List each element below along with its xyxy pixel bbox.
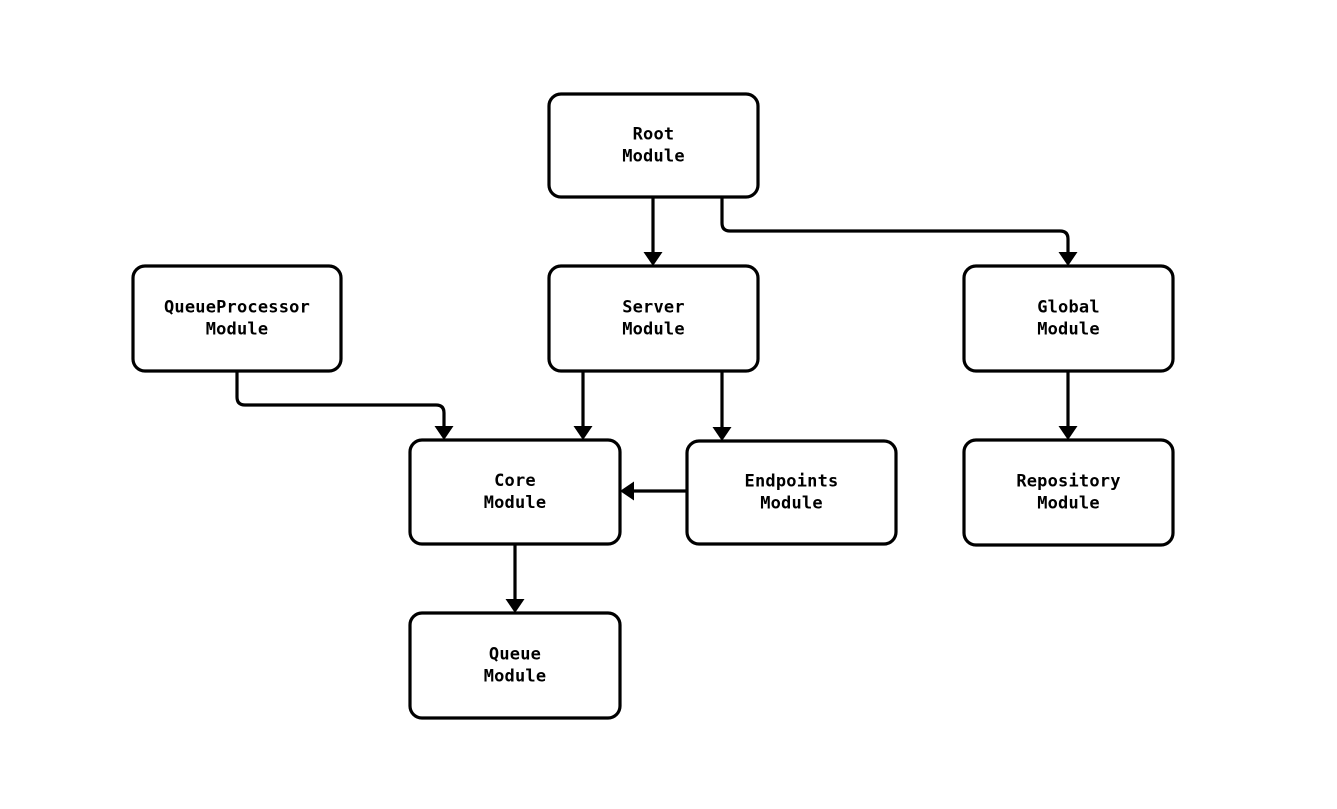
node-label-line2: Module (622, 320, 685, 340)
arrow-head-icon (434, 426, 454, 440)
node-label-line1: Global (1037, 298, 1100, 318)
arrow-head-icon (1058, 426, 1078, 440)
node-box[interactable] (408, 611, 622, 720)
node-label-line1: Repository (1016, 472, 1120, 492)
arrow-head-icon (643, 252, 663, 266)
edges-layer (235, 197, 1078, 613)
node-box[interactable] (131, 264, 343, 373)
node-label-line1: QueueProcessor (164, 298, 310, 318)
node-box[interactable] (685, 439, 898, 546)
node-box[interactable] (547, 264, 760, 373)
node-box[interactable] (547, 92, 760, 199)
edge-core-to-queue (505, 544, 525, 613)
node-label-line2: Module (760, 494, 823, 514)
node-box[interactable] (962, 264, 1175, 373)
arrow-head-icon (620, 481, 634, 501)
nodes-layer: RootModuleQueueProcessorModuleServerModu… (131, 92, 1175, 720)
arrow-head-icon (1058, 252, 1078, 266)
node-label-line2: Module (1037, 320, 1100, 340)
node-label-line2: Module (206, 320, 269, 340)
node-label-line2: Module (622, 147, 685, 167)
arrow-head-icon (573, 426, 593, 440)
edge-root-to-server (643, 197, 663, 266)
node-box[interactable] (408, 438, 622, 546)
edge-global-to-repository (1058, 371, 1078, 440)
edge-endpoints-to-core (620, 481, 687, 501)
node-label-line1: Root (633, 125, 675, 145)
node-label-line2: Module (1037, 494, 1100, 514)
node-label-line1: Core (494, 471, 536, 491)
arrow-head-icon (712, 427, 732, 441)
node-box[interactable] (962, 438, 1175, 547)
node-label-line1: Queue (489, 645, 541, 665)
node-label-line2: Module (484, 667, 547, 687)
edge-line (235, 371, 446, 427)
node-label-line2: Module (484, 493, 547, 513)
arrow-head-icon (505, 599, 525, 613)
edge-root-to-global (720, 197, 1078, 266)
edge-server-to-core (573, 371, 593, 440)
edge-server-to-endpoints (712, 371, 732, 441)
node-label-line1: Server (622, 298, 685, 318)
node-label-line1: Endpoints (745, 472, 839, 492)
edge-queueprocessor-to-core (235, 371, 454, 440)
edge-line (720, 197, 1070, 253)
